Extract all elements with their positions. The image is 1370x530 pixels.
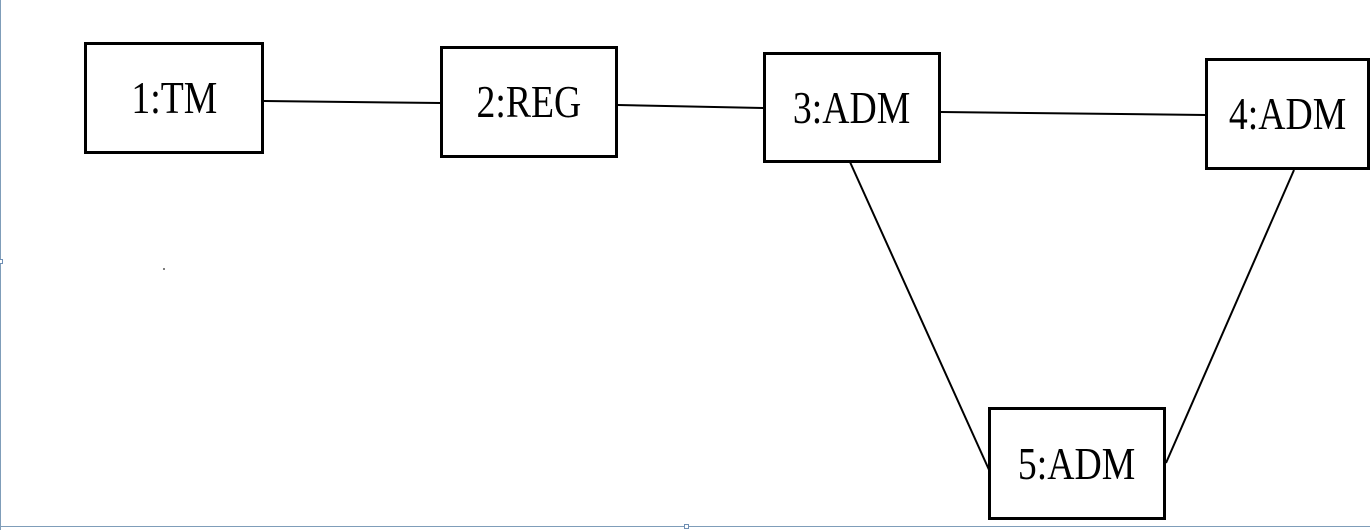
node-1[interactable]: 1:TM [84,42,264,154]
node-5-label: 5:ADM [1018,437,1136,489]
link-2-3 [617,104,765,109]
node-3-label: 3:ADM [793,81,911,133]
node-4[interactable]: 4:ADM [1205,58,1370,170]
link-1-2 [263,100,442,104]
node-1-label: 1:TM [131,72,217,123]
node-5[interactable]: 5:ADM [988,407,1166,520]
frame-left-edge [0,0,1,530]
scan-speck [163,268,165,270]
resize-handle-bottom[interactable] [684,524,689,529]
link-3-5 [849,161,991,473]
node-3[interactable]: 3:ADM [763,52,941,163]
resize-handle-left[interactable] [0,259,3,264]
node-2[interactable]: 2:REG [440,46,618,158]
link-3-4 [940,111,1207,116]
link-4-5 [1165,169,1295,464]
node-2-label: 2:REG [476,76,582,127]
node-4-label: 4:ADM [1228,88,1347,139]
